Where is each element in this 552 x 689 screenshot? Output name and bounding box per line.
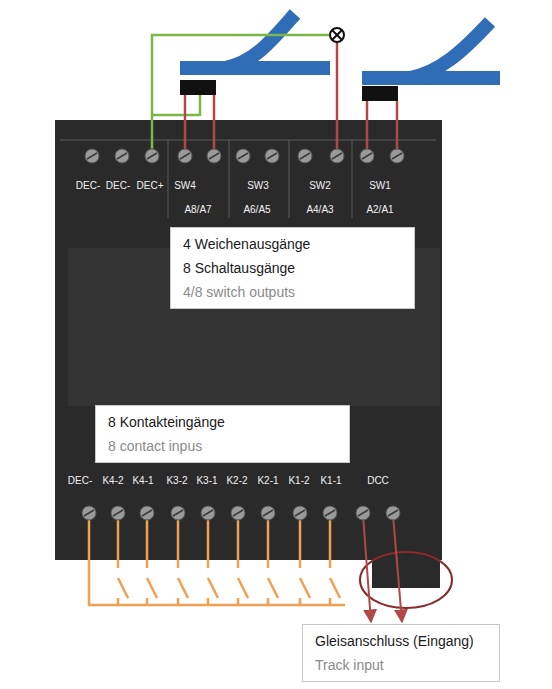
dcc-arrows <box>363 515 402 622</box>
german-caption: 8 Schaltausgänge <box>183 256 402 280</box>
german-caption: 4 Weichenausgänge <box>183 232 402 256</box>
terminal-screw <box>298 149 312 163</box>
terminal-label: DEC- <box>106 180 130 192</box>
terminal-screw <box>201 506 215 520</box>
terminal-screw <box>261 506 275 520</box>
turnout-motor <box>362 86 398 101</box>
terminal-screw <box>171 506 185 520</box>
english-caption: Track input <box>315 653 487 677</box>
terminal-label: A8/A7 <box>184 204 211 216</box>
terminal-screw <box>115 149 129 163</box>
terminal-label: K4-2 <box>102 475 123 487</box>
terminal-screw <box>140 506 154 520</box>
terminal-label: SW1 <box>369 180 391 192</box>
terminal-label: SW3 <box>247 180 269 192</box>
terminal-label: K2-1 <box>257 475 278 487</box>
terminal-screw <box>231 506 245 520</box>
terminal-screw <box>386 506 400 520</box>
terminal-screw <box>265 149 279 163</box>
terminal-label: A2/A1 <box>366 204 393 216</box>
terminal-screw <box>360 149 374 163</box>
terminal-label: K2-2 <box>226 475 247 487</box>
terminal-label: K1-2 <box>288 475 309 487</box>
terminal-screw <box>390 149 404 163</box>
text-box: 4 Weichenausgänge8 Schaltausgänge4/8 swi… <box>170 227 415 309</box>
german-caption: 8 Kontakteingänge <box>108 410 337 434</box>
terminal-separators <box>60 140 436 218</box>
terminal-label: DEC- <box>68 475 92 487</box>
terminal-screw <box>330 149 344 163</box>
terminal-screw <box>82 506 96 520</box>
terminal-screw <box>178 149 192 163</box>
terminal-label: A4/A3 <box>306 204 333 216</box>
text-box: 8 Kontakteingänge8 contact inpus <box>95 405 350 463</box>
terminal-screw <box>236 149 250 163</box>
lamp-symbol <box>330 28 344 42</box>
terminal-label: DEC+ <box>137 180 164 192</box>
english-caption: 8 contact inpus <box>108 434 337 458</box>
terminal-screw <box>356 506 370 520</box>
terminal-screw <box>85 149 99 163</box>
red-wires <box>185 42 397 152</box>
terminal-label: K3-2 <box>166 475 187 487</box>
terminal-label: K3-1 <box>196 475 217 487</box>
terminal-label: K4-1 <box>132 475 153 487</box>
text-box: Gleisanschluss (Eingang)Track input <box>302 624 500 682</box>
german-caption: Gleisanschluss (Eingang) <box>315 629 487 653</box>
highlight-ellipse <box>360 552 452 608</box>
turnout-motor <box>180 80 216 95</box>
green-wires <box>152 35 329 152</box>
terminal-screw <box>323 506 337 520</box>
terminal-label: DCC <box>367 475 389 487</box>
terminal-label: SW2 <box>309 180 331 192</box>
module-housing <box>55 120 442 588</box>
terminal-label: DEC- <box>76 180 100 192</box>
terminal-label: A6/A5 <box>243 204 270 216</box>
terminal-screws <box>82 149 404 520</box>
turnout-tracks <box>180 14 500 78</box>
terminal-screw <box>293 506 307 520</box>
terminal-label: SW4 <box>174 180 196 192</box>
contact-wiring <box>89 515 345 605</box>
english-caption: 4/8 switch outputs <box>183 280 402 304</box>
terminal-screw <box>207 149 221 163</box>
terminal-screw <box>145 149 159 163</box>
terminal-label: K1-1 <box>320 475 341 487</box>
terminal-screw <box>111 506 125 520</box>
